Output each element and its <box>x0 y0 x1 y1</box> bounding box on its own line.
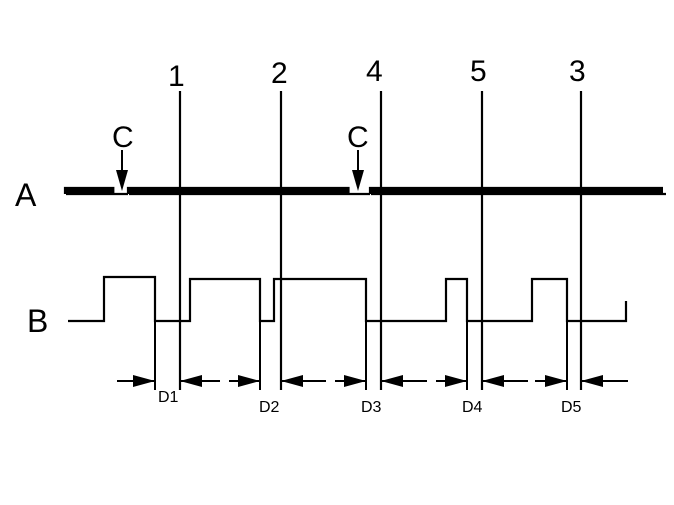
signal-a-label: A <box>15 177 37 213</box>
cursor-1: 1 <box>168 60 185 390</box>
arrowhead-icon <box>116 170 128 191</box>
right-arrow-icon <box>344 375 366 387</box>
left-arrow-icon <box>482 375 504 387</box>
right-arrow-icon <box>545 375 567 387</box>
interval-d3: D3 <box>335 375 427 416</box>
right-arrow-icon <box>445 375 467 387</box>
marker-c-label: C <box>347 121 369 154</box>
left-arrow-icon <box>581 375 603 387</box>
interval-d2: D2 <box>229 375 326 416</box>
cursor-4: 4 <box>366 55 383 390</box>
right-arrow-icon <box>238 375 260 387</box>
interval-d4: D4 <box>436 375 528 416</box>
cursor-3: 3 <box>569 55 586 390</box>
cursor-label: 4 <box>366 55 383 88</box>
left-arrow-icon <box>281 375 303 387</box>
interval-d1: D1 <box>117 375 220 406</box>
interval-label: D4 <box>462 399 483 416</box>
marker-c-label: C <box>112 121 134 154</box>
cursor-label: 3 <box>569 55 586 88</box>
cursor-label: 1 <box>168 60 185 93</box>
signal-b-waveform <box>68 275 628 323</box>
cursor-label: 2 <box>271 57 288 90</box>
interval-label: D2 <box>259 399 280 416</box>
arrowhead-icon <box>352 170 364 191</box>
cursor-2: 2 <box>271 57 288 390</box>
signal-b-label: B <box>27 303 48 339</box>
left-arrow-icon <box>381 375 403 387</box>
interval-label: D3 <box>361 399 382 416</box>
cursor-label: 5 <box>470 55 487 88</box>
marker-c-1: C <box>112 121 134 191</box>
left-arrow-icon <box>180 375 202 387</box>
interval-label: D1 <box>158 389 179 406</box>
edge-reference-lines <box>154 321 568 390</box>
interval-d5: D5 <box>535 375 628 416</box>
interval-label: D5 <box>561 399 582 416</box>
cursor-5: 5 <box>470 55 487 390</box>
marker-c-2: C <box>347 121 369 191</box>
signal-a-waveform <box>63 186 666 196</box>
right-arrow-icon <box>133 375 155 387</box>
